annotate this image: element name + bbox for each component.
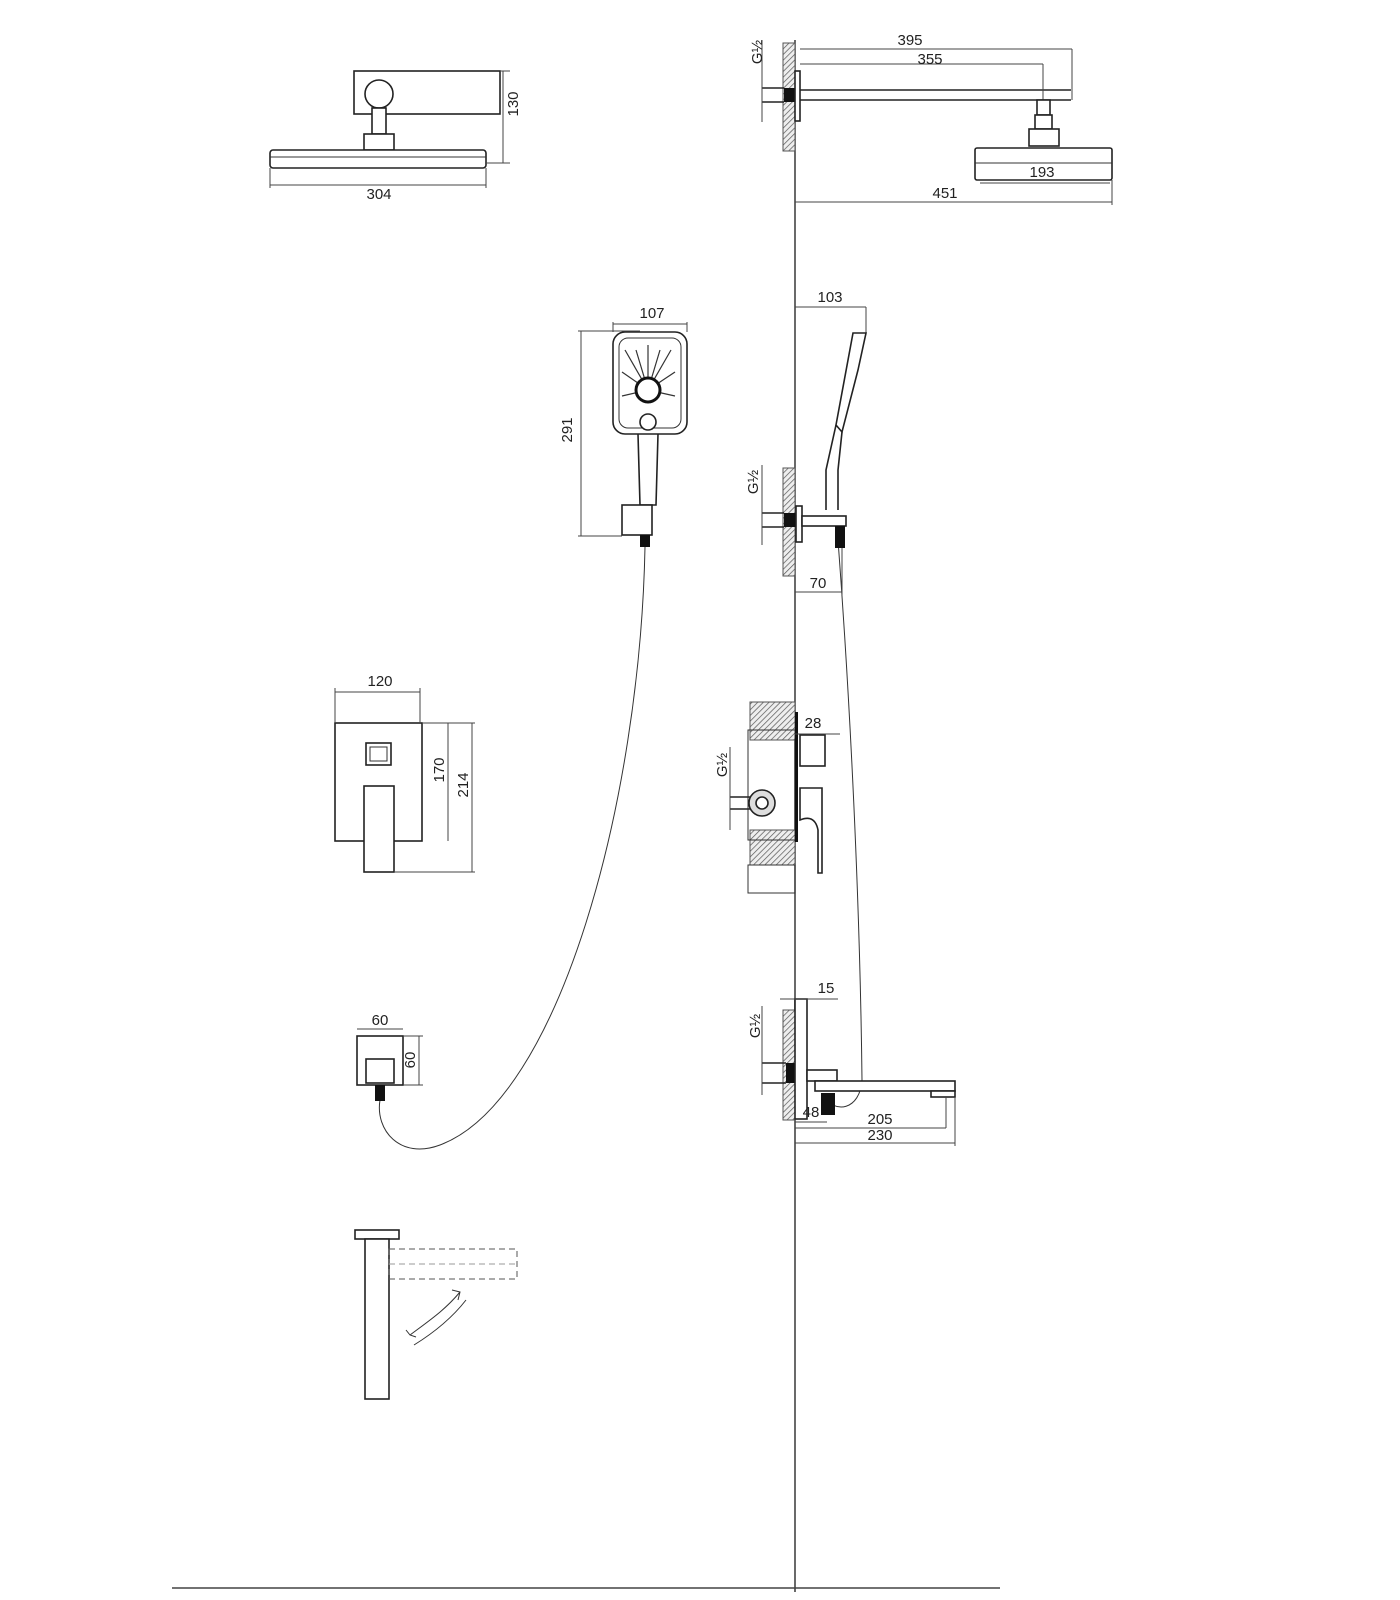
- dim-spout-length: 205: [867, 1111, 892, 1128]
- dim-outlet-height: 60: [402, 1052, 419, 1069]
- shower-hose-side: [821, 539, 863, 1108]
- spout-side-view: G½ 15 48 205 230: [747, 980, 956, 1146]
- shower-hose: [378, 546, 646, 1150]
- dim-arm-total: 395: [897, 32, 922, 49]
- dim-handshower-depth: 103: [817, 289, 842, 306]
- hand-shower-front-view: 291 107: [559, 305, 688, 547]
- thread-label-overhead: G½: [749, 39, 766, 64]
- mixer-front-view: 120 170 214: [334, 673, 475, 873]
- dim-head-width: 193: [1029, 164, 1054, 181]
- dim-overhead-height: 130: [505, 91, 522, 116]
- dim-mixer-projection: 28: [805, 715, 822, 732]
- dim-outlet-offset: 48: [803, 1104, 820, 1121]
- dim-holder-projection: 70: [810, 575, 827, 592]
- wall-outlet-front-view: 60 60: [356, 1012, 423, 1101]
- dim-overall-projection: 451: [932, 185, 957, 202]
- swivel-spout-view: [354, 1229, 518, 1400]
- dim-handshower-width: 107: [639, 305, 664, 322]
- dim-overhead-width: 304: [366, 186, 391, 203]
- rotation-arrow-icon: [405, 1289, 467, 1346]
- overhead-shower-side-view: G½ 395 355 193 451: [749, 32, 1113, 205]
- thread-label-handshower: G½: [745, 469, 762, 494]
- overhead-shower-front-view: 130 304: [269, 70, 522, 203]
- mixer-side-view: G½ 28: [714, 701, 840, 894]
- dim-spout-plate: 15: [818, 980, 835, 997]
- dim-spout-total: 230: [867, 1127, 892, 1144]
- thread-label-spout: G½: [747, 1013, 764, 1038]
- dim-mixer-total-height: 214: [455, 772, 472, 797]
- thread-label-mixer: G½: [714, 752, 731, 777]
- hand-shower-side-view: 103 G½ 70: [745, 289, 867, 595]
- dim-outlet-width: 60: [372, 1012, 389, 1029]
- dim-arm-to-head: 355: [917, 51, 942, 68]
- dim-handshower-height: 291: [559, 417, 576, 442]
- dim-mixer-plate-height: 170: [431, 757, 448, 782]
- dim-mixer-width: 120: [367, 673, 392, 690]
